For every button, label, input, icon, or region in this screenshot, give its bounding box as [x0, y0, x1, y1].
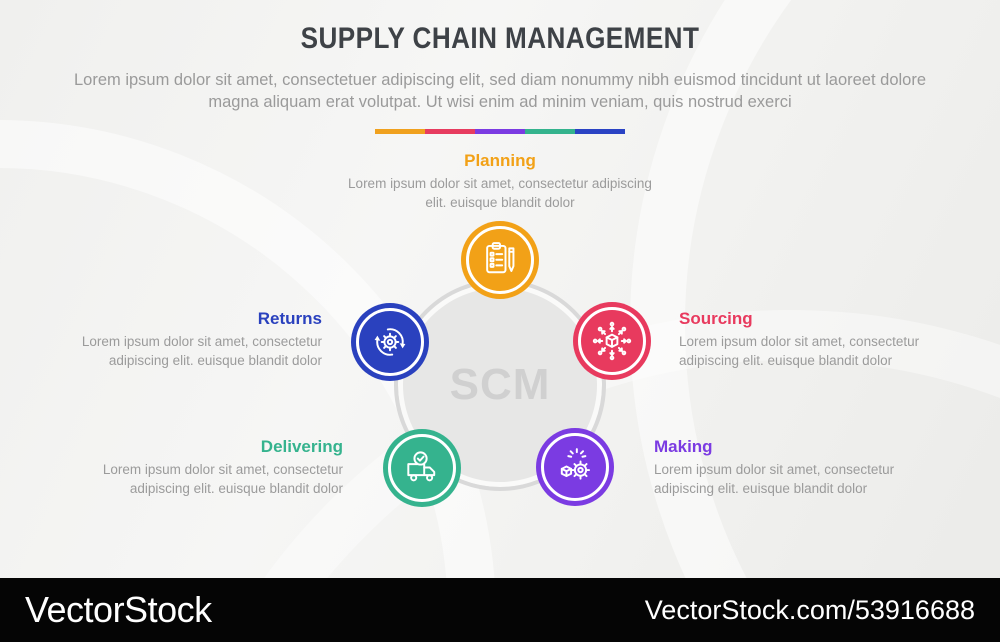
vectorstock-logo: VectorStock	[25, 589, 212, 630]
center-label: SCM	[449, 360, 551, 409]
page-title: SUPPLY CHAIN MANAGEMENT	[300, 22, 700, 55]
returns-description: Lorem ipsum dolor sit amet, consectetur …	[81, 334, 322, 369]
making-label: Making	[654, 437, 713, 456]
delivering-description: Lorem ipsum dolor sit amet, consectetur …	[102, 462, 343, 497]
planning-label: Planning	[464, 151, 536, 170]
delivering-text-block: Delivering Lorem ipsum dolor sit amet, c…	[78, 437, 343, 498]
white-ring	[388, 434, 456, 502]
returns-label: Returns	[257, 309, 322, 328]
returns-circle	[351, 303, 429, 381]
making-text-block: Making Lorem ipsum dolor sit amet, conse…	[654, 437, 919, 498]
planning-text-block: Planning Lorem ipsum dolor sit amet, con…	[345, 151, 655, 212]
planning-circle	[461, 221, 539, 299]
returns-text-block: Returns Lorem ipsum dolor sit amet, cons…	[57, 309, 322, 370]
clipboard-pencil-icon	[486, 242, 515, 274]
white-ring	[356, 308, 424, 376]
divider-segment-teal	[525, 129, 575, 134]
divider-segment-red	[425, 129, 475, 134]
watermark-bar: VectorStock VectorStock.com/53916688	[0, 578, 1000, 642]
making-description: Lorem ipsum dolor sit amet, consectetur …	[654, 462, 895, 497]
sourcing-label: Sourcing	[679, 309, 753, 328]
delivering-circle	[383, 429, 461, 507]
page-subtitle: Lorem ipsum dolor sit amet, consectetuer…	[73, 71, 927, 111]
divider-segment-blue	[575, 129, 625, 134]
package-distribution-icon	[592, 321, 632, 361]
manufacturing-gear-icon	[560, 448, 591, 480]
white-ring	[466, 226, 534, 294]
sourcing-description: Lorem ipsum dolor sit amet, consectetur …	[679, 334, 920, 369]
sourcing-circle	[573, 302, 651, 380]
sourcing-text-block: Sourcing Lorem ipsum dolor sit amet, con…	[679, 309, 944, 370]
delivery-truck-check-icon	[407, 451, 436, 482]
white-ring	[541, 433, 609, 501]
attribution-url: VectorStock.com/53916688	[644, 594, 975, 625]
making-circle	[536, 428, 614, 506]
white-ring	[578, 307, 646, 375]
planning-description: Lorem ipsum dolor sit amet, consectetur …	[348, 176, 652, 211]
divider-segment-purple	[475, 129, 525, 134]
gear-cycle-arrows-icon	[374, 328, 406, 356]
color-divider	[375, 129, 625, 134]
delivering-label: Delivering	[260, 437, 343, 456]
divider-segment-orange	[375, 129, 425, 134]
